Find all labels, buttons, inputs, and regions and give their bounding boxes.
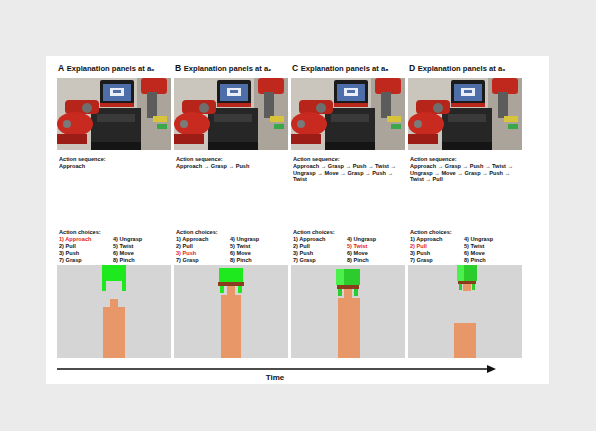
- panel-letter: D: [409, 63, 415, 73]
- action-choice: 2) Pull: [176, 243, 193, 250]
- action-choice: 1) Approach: [293, 236, 325, 243]
- action-choice: 8) Pinch: [230, 257, 252, 264]
- action-choice: 3) Push: [176, 250, 196, 257]
- action-sequence: Approach: [59, 163, 169, 170]
- action-choice: 7) Grasp: [410, 257, 433, 264]
- action-choice: 2) Pull: [59, 243, 76, 250]
- explanation-panel: CExplanation panels at a₈ Action sequence…: [291, 62, 405, 267]
- sequence-heading: Action sequence:: [293, 156, 340, 163]
- action-choice: 8) Pinch: [113, 257, 135, 264]
- choices-heading: Action choices:: [293, 229, 335, 236]
- simulation-view-a: [57, 265, 171, 358]
- action-choice: 1) Approach: [59, 236, 91, 243]
- choices-heading: Action choices:: [410, 229, 452, 236]
- action-choice: 4) Ungrasp: [347, 236, 376, 243]
- action-choice: 2) Pull: [293, 243, 310, 250]
- action-choice: 4) Ungrasp: [464, 236, 493, 243]
- panel-letter: B: [175, 63, 181, 73]
- axis-label: Time: [266, 373, 285, 383]
- action-choice: 6) Move: [113, 250, 134, 257]
- action-sequence: Approach → Grasp → Push → Twist → Ungras…: [293, 163, 403, 183]
- action-choice: 5) Twist: [347, 243, 367, 250]
- action-choice: 5) Twist: [464, 243, 484, 250]
- action-sequence: Approach → Grasp → Push: [176, 163, 286, 170]
- sequence-heading: Action sequence:: [59, 156, 106, 163]
- panel-title: Explanation panels at a₈: [301, 64, 389, 73]
- figure-sheet: [46, 56, 549, 384]
- time-arrow: [57, 365, 496, 373]
- panel-title: Explanation panels at a₀: [67, 64, 155, 73]
- action-choice: 3) Push: [59, 250, 79, 257]
- action-choice: 8) Pinch: [347, 257, 369, 264]
- action-choice: 6) Move: [464, 250, 485, 257]
- choices-heading: Action choices:: [176, 229, 218, 236]
- action-choice: 7) Grasp: [293, 257, 316, 264]
- action-choice: 5) Twist: [230, 243, 250, 250]
- action-choice: 1) Approach: [176, 236, 208, 243]
- sequence-heading: Action sequence:: [410, 156, 457, 163]
- action-choice: 4) Ungrasp: [230, 236, 259, 243]
- action-choice: 2) Pull: [410, 243, 427, 250]
- explanation-panel: AExplanation panels at a₀ Action sequence…: [57, 62, 171, 267]
- action-choice: 5) Twist: [113, 243, 133, 250]
- action-choice: 7) Grasp: [59, 257, 82, 264]
- sequence-heading: Action sequence:: [176, 156, 223, 163]
- panel-letter: A: [58, 63, 64, 73]
- choices-heading: Action choices:: [59, 229, 101, 236]
- simulation-view-c: [291, 265, 405, 358]
- action-choice: 3) Push: [410, 250, 430, 257]
- action-choice: 6) Move: [347, 250, 368, 257]
- panel-title: Explanation panels at a₂: [184, 64, 272, 73]
- robot-photos: [57, 78, 522, 150]
- panel-letter: C: [292, 63, 298, 73]
- action-choice: 3) Push: [293, 250, 313, 257]
- action-choice: 4) Ungrasp: [113, 236, 142, 243]
- simulation-view-d: [408, 265, 522, 358]
- action-choice: 8) Pinch: [464, 257, 486, 264]
- action-choice: 1) Approach: [410, 236, 442, 243]
- explanation-panel: BExplanation panels at a₂ Action sequence…: [174, 62, 288, 267]
- panel-title: Explanation panels at a₉: [418, 64, 506, 73]
- action-choice: 7) Grasp: [176, 257, 199, 264]
- action-choice: 6) Move: [230, 250, 251, 257]
- simulation-view-b: [174, 265, 288, 358]
- explanation-panel: DExplanation panels at a₉ Action sequence…: [408, 62, 522, 267]
- action-sequence: Approach → Grasp → Push → Twist → Ungras…: [410, 163, 520, 183]
